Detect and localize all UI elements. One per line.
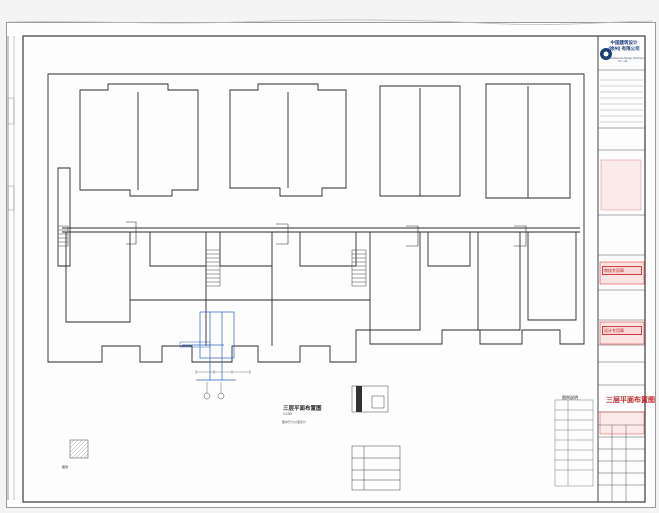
hatch-label: 图例 bbox=[62, 465, 69, 469]
drawing-note: 图中尺寸以毫米计 bbox=[282, 420, 307, 424]
review-stamp: 审核专用章 bbox=[602, 266, 642, 275]
sheet-name: 三层平面布置图 bbox=[606, 397, 655, 404]
drawing-title: 三层平面布置图 bbox=[283, 406, 322, 412]
company-name-en: China Architecture Design (Xuzhou) Co., … bbox=[602, 57, 644, 63]
legend-title: 图例说明 bbox=[562, 395, 578, 400]
design-stamp: 设计专用章 bbox=[602, 326, 642, 335]
company-name-line2: (徐州) 有限公司 bbox=[608, 45, 640, 51]
drawing-sheet bbox=[6, 22, 656, 508]
drawing-scale: 1:100 bbox=[283, 412, 292, 416]
company-name: 中国建筑设计 (徐州) 有限公司 bbox=[604, 40, 644, 51]
company-name-line1: 中国建筑设计 bbox=[610, 40, 638, 45]
